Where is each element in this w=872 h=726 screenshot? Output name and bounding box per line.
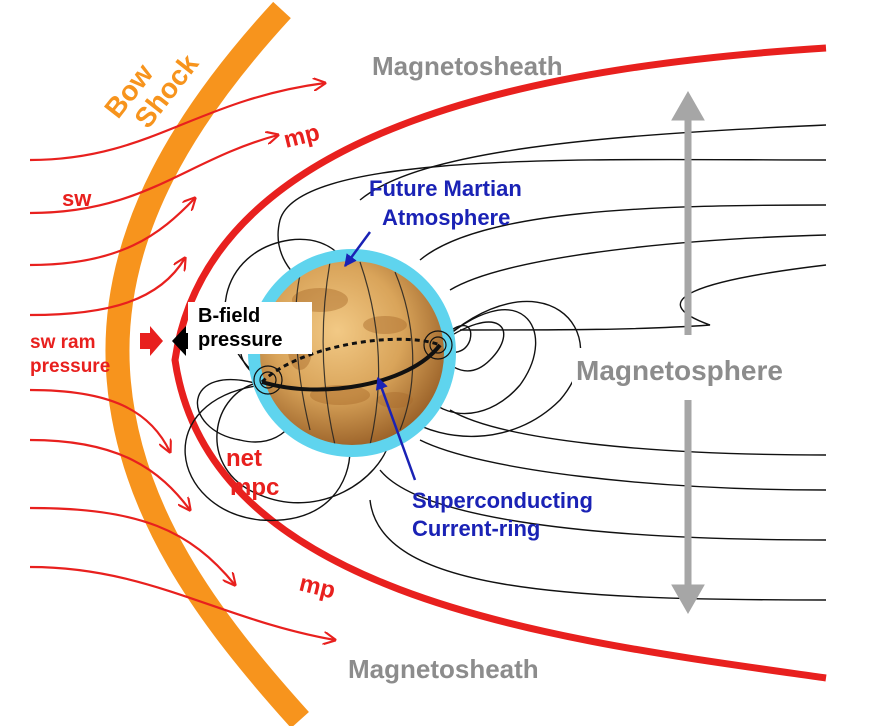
- sw-label: sw: [62, 186, 92, 211]
- magnetopause: [171, 44, 827, 682]
- bfield-label-line2: pressure: [198, 329, 283, 351]
- atmosphere-label-line1: Future Martian: [369, 176, 522, 201]
- field-line: [369, 499, 827, 601]
- mp-top-label: mp: [281, 119, 322, 154]
- magnetosphere-label-bg: [572, 348, 810, 388]
- field-line: [277, 158, 827, 301]
- sw-arrow: [29, 388, 170, 452]
- ring-label-line2: Current-ring: [412, 516, 540, 541]
- ring-label-line1: Superconducting: [412, 488, 593, 513]
- magnetosphere-arrow: [671, 90, 705, 615]
- atmosphere-label-line2: Atmosphere: [382, 205, 510, 230]
- solar-wind-arrows: [29, 83, 335, 640]
- magnetosheath-bottom-label: Magnetosheath: [348, 654, 539, 684]
- field-line: [184, 384, 351, 521]
- ring-pointer: [375, 376, 417, 481]
- sw-arrow: [29, 258, 185, 317]
- field-line: [449, 409, 827, 456]
- field-line: [379, 469, 827, 541]
- bfield-label-line1: B-field: [198, 305, 260, 327]
- sw-arrow: [29, 198, 195, 267]
- field-line: [429, 309, 537, 415]
- current-ring-back: [260, 337, 441, 384]
- magnetosphere-label: Magnetosphere: [576, 355, 783, 386]
- sw-arrow: [29, 135, 278, 215]
- ring-loops: [253, 330, 453, 395]
- field-line: [409, 300, 582, 437]
- field-line: [419, 439, 827, 491]
- sw-ram-pressure-arrow: [140, 326, 163, 356]
- bow-shock: [105, 1, 309, 726]
- field-line: [459, 264, 827, 331]
- field-line: [419, 204, 827, 261]
- bfield-label-bg: [188, 302, 312, 354]
- field-line: [449, 234, 827, 291]
- sw-arrow: [29, 438, 190, 510]
- field-line: [359, 124, 827, 201]
- mpc-label: mpc: [230, 474, 279, 501]
- magnetic-field-lines: [184, 124, 827, 601]
- sw-arrow: [29, 83, 325, 162]
- magnetosheath-top-label: Magnetosheath: [372, 51, 563, 81]
- sw-arrow: [29, 506, 235, 585]
- mp-bottom-label: mp: [297, 570, 338, 605]
- net-label: net: [226, 445, 262, 472]
- sw-ram-label-line2: pressure: [30, 356, 110, 377]
- sw-arrow: [29, 565, 335, 640]
- current-ring-front: [261, 343, 442, 392]
- field-line: [216, 381, 391, 504]
- sw-ram-label-line1: sw ram: [30, 332, 95, 353]
- atmosphere-pointer: [343, 231, 372, 268]
